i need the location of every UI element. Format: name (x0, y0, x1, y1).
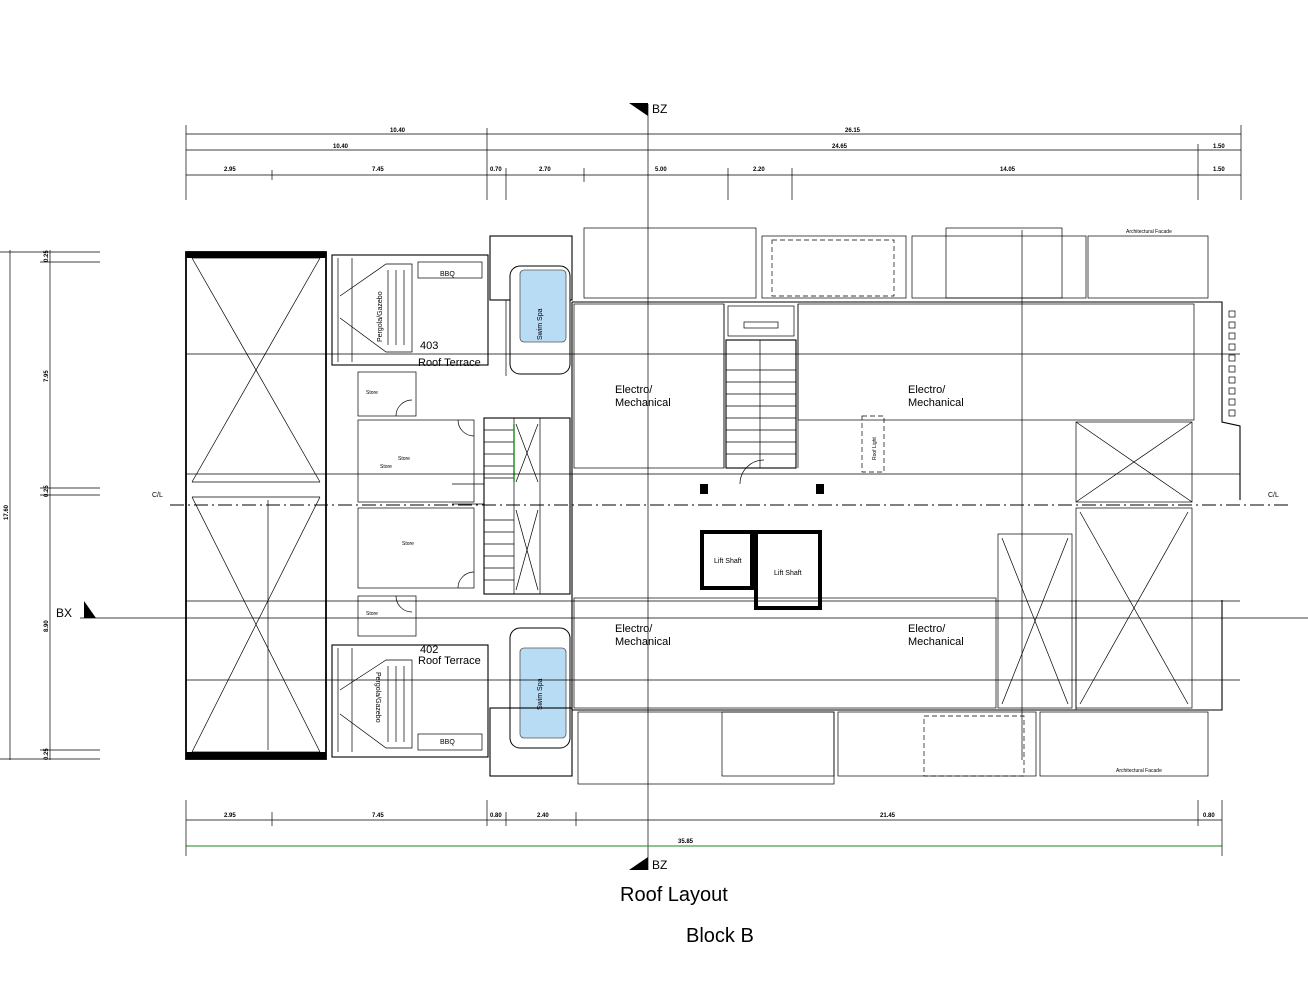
drawing-title: Roof Layout (620, 884, 728, 906)
em-top-left-1: Electro/ (615, 384, 653, 396)
main-block-outline (571, 301, 1241, 711)
lift-shaft-1-label: Lift Shaft (714, 558, 742, 565)
dim-top-r2-b: 24.65 (832, 144, 848, 150)
dim-bottom-r1-b: 7.45 (372, 813, 384, 819)
dim-left-a: 0.25 (44, 250, 50, 262)
dim-top-r3-h: 1.50 (1213, 167, 1225, 173)
dim-top-r1-b: 26.15 (845, 128, 861, 134)
dim-top-r2-a: 10.40 (333, 144, 349, 150)
facade-top: Architectural Facade (583, 227, 1209, 299)
dim-bottom-r1-c: 0.80 (490, 813, 502, 819)
swim-spa-top: Swim Spa (489, 235, 573, 376)
dim-left-c: 0.25 (44, 485, 50, 497)
dim-top-r3-b: 7.45 (372, 167, 384, 173)
swim-spa-bottom: Swim Spa (489, 627, 573, 777)
unit-402-label: Roof Terrace (418, 655, 481, 667)
em-top-right-2: Mechanical (908, 397, 964, 409)
internal-dimension-lines (186, 230, 1240, 760)
store-label-5: Store (366, 611, 378, 617)
dim-left-b: 7.95 (44, 370, 50, 382)
grid-cl-left: C/L (152, 492, 163, 499)
dim-top-r3-c: 0.70 (490, 167, 502, 173)
em-bottom-right-1: Electro/ (908, 623, 946, 635)
unit-402-block: Store Store Pergola/Gazebo 402 Roof Terr… (331, 507, 489, 758)
right-voids (997, 421, 1193, 709)
left-voids (185, 251, 327, 760)
em-top-left-2: Mechanical (615, 397, 671, 409)
em-bottom-left-1: Electro/ (615, 623, 653, 635)
dim-top-r3-a: 2.95 (224, 167, 236, 173)
pergola-top-label: Pergola/Gazebo (377, 291, 384, 342)
top-dimension-chains: 10.40 26.15 10.40 24.65 1.50 2.95 7.45 0… (185, 125, 1242, 200)
dim-top-r3-f: 2.20 (753, 167, 765, 173)
grid-lines: BZ BZ BX C/L C/L (56, 102, 1308, 872)
left-dimension-chains: 17.60 0.25 7.95 0.25 8.90 0.25 (0, 250, 100, 760)
right-railing (1228, 310, 1236, 417)
store-label-3: Store (380, 464, 392, 470)
lift-shaft-2-label: Lift Shaft (774, 570, 802, 577)
dim-bottom-r1-e: 21.45 (880, 813, 896, 819)
drawing-subtitle: Block B (686, 925, 754, 947)
grid-cl-right: C/L (1268, 492, 1279, 499)
dim-top-r3-g: 14.05 (1000, 167, 1016, 173)
grid-bz-top: BZ (652, 102, 667, 116)
store-label-2: Store (398, 456, 410, 462)
unit-402-number: 402 (420, 644, 438, 656)
arch-facade-top-label: Architectural Facade (1126, 229, 1172, 235)
store-label-1: Store (366, 390, 378, 396)
dim-left-d: 8.90 (44, 620, 50, 632)
roof-light-label: Roof Light (872, 437, 878, 460)
bbq-bottom-label: BBQ (440, 739, 455, 746)
swim-spa-bottom-label: Swim Spa (537, 678, 544, 710)
em-bottom-right-2: Mechanical (908, 636, 964, 648)
dim-left-outer: 17.60 (4, 504, 10, 520)
dim-top-r3-d: 2.70 (539, 167, 551, 173)
em-top-right-1: Electro/ (908, 384, 946, 396)
store-label-4: Store (402, 541, 414, 547)
lift-shafts: Lift Shaft Lift Shaft (700, 530, 822, 610)
dim-bottom-r1-a: 2.95 (224, 813, 236, 819)
bottom-dimension-chains: 2.95 7.45 0.80 2.40 21.45 0.80 35.85 (185, 800, 1223, 856)
unit-403-block: BBQ Pergola/Gazebo 403 Roof Terrace Stor… (331, 254, 489, 503)
dim-bottom-r2-a: 35.85 (678, 839, 694, 845)
pergola-bottom-label: Pergola/Gazebo (374, 672, 381, 723)
dim-bottom-r1-f: 0.80 (1203, 813, 1215, 819)
dim-bottom-r1-d: 2.40 (537, 813, 549, 819)
dim-top-r3-e: 5.00 (655, 167, 667, 173)
arch-facade-bottom-label: Architectural Facade (1116, 768, 1162, 774)
dim-top-r1-a: 10.40 (390, 128, 406, 134)
grid-bx: BX (56, 606, 72, 620)
unit-403-number: 403 (420, 340, 438, 352)
em-labels: Electro/ Mechanical Electro/ Mechanical … (615, 384, 964, 648)
core-stair (700, 305, 824, 494)
em-bottom-left-2: Mechanical (615, 636, 671, 648)
left-stair (452, 417, 571, 595)
dim-left-e: 0.25 (44, 748, 50, 760)
dim-top-r2-c: 1.50 (1213, 144, 1225, 150)
roof-light: Roof Light (861, 415, 885, 473)
swim-spa-top-label: Swim Spa (537, 308, 544, 340)
unit-403-label: Roof Terrace (418, 357, 481, 369)
facade-bottom: Architectural Facade (577, 711, 1209, 785)
bbq-top-label: BBQ (440, 271, 455, 278)
grid-bz-bottom: BZ (652, 858, 667, 872)
